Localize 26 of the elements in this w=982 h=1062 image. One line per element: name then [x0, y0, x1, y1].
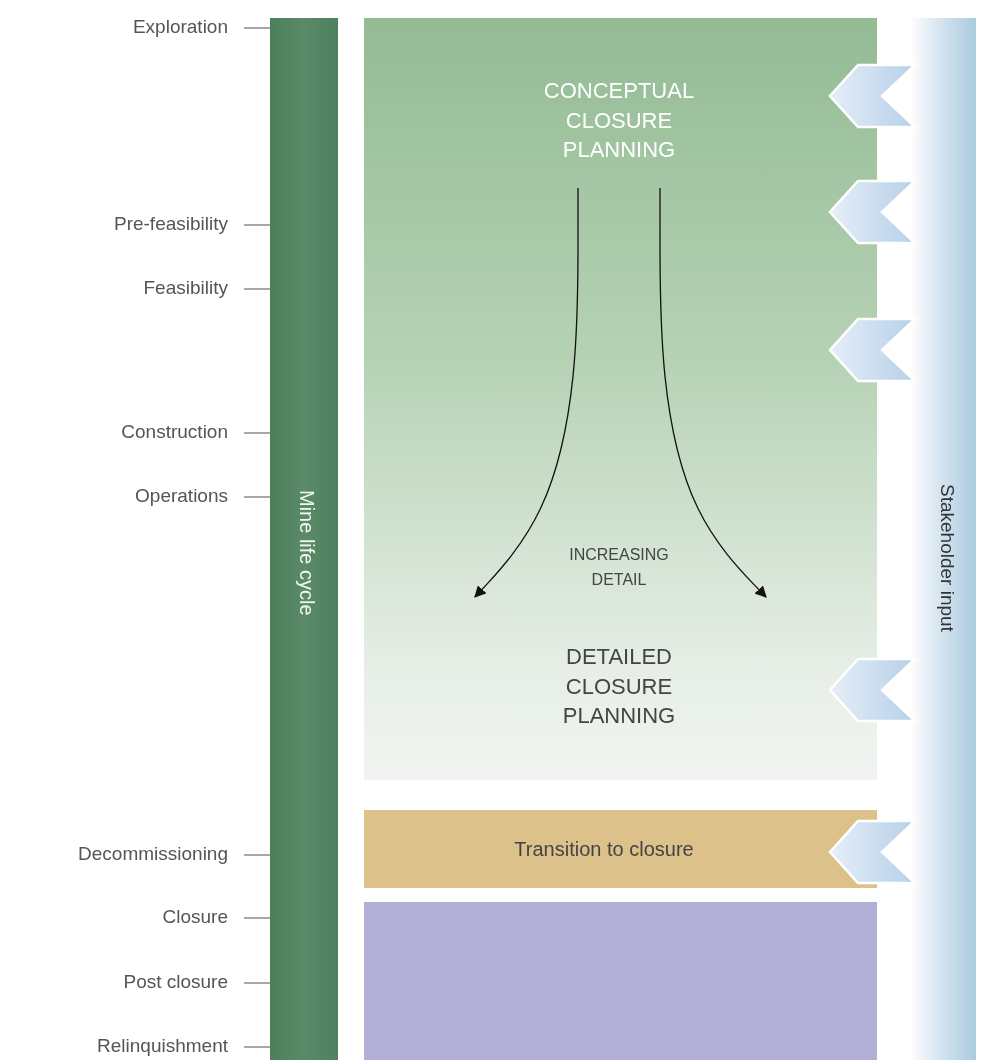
- phase-label: Construction: [121, 421, 228, 443]
- phase-label: Closure: [162, 906, 228, 928]
- input-chevron: [828, 819, 919, 885]
- bar-label: Mine life cycle: [295, 489, 319, 618]
- stage-heading: DETAILED CLOSURE PLANNING: [561, 643, 677, 731]
- band-label: Stakeholder input: [936, 483, 959, 634]
- input-chevron: [828, 63, 919, 129]
- phase-label: Operations: [135, 485, 228, 507]
- transition-band: [364, 810, 877, 888]
- phase-label: Feasibility: [143, 277, 228, 299]
- stage-heading: CONCEPTUAL CLOSURE PLANNING: [542, 77, 696, 165]
- planning-panel: [364, 18, 877, 780]
- closure-band: [364, 902, 877, 1060]
- phase-label: Pre-feasibility: [113, 213, 228, 235]
- band-label: Transition to closure: [513, 837, 695, 862]
- input-chevron: [828, 657, 919, 723]
- detail-label: INCREASING DETAIL: [568, 545, 670, 590]
- arrow: [659, 187, 767, 598]
- arrow: [474, 187, 579, 598]
- input-chevron: [828, 179, 919, 245]
- life-cycle-bar: [270, 18, 338, 1060]
- phase-label: Relinquishment: [97, 1035, 228, 1057]
- phase-label: Post closure: [123, 971, 228, 993]
- phase-label: Exploration: [132, 16, 228, 38]
- input-chevron: [828, 317, 919, 383]
- phase-label: Decommissioning: [78, 843, 228, 865]
